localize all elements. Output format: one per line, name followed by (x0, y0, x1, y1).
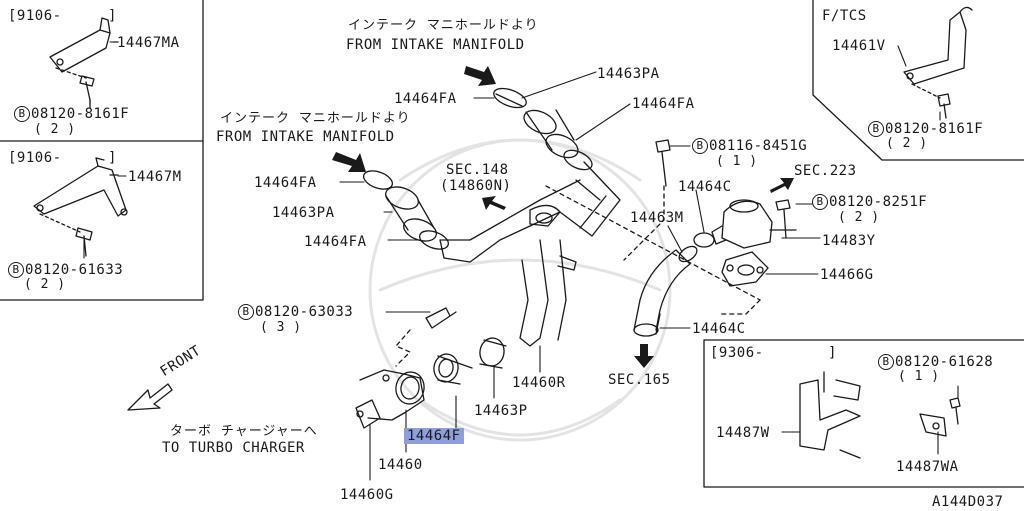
part-14463PA: 14463PA (272, 205, 335, 221)
section-ref: SEC.165 (608, 372, 671, 388)
bolts (425, 139, 791, 329)
quantity: ( 2 ) (24, 277, 66, 292)
b-mark-icon: B (692, 138, 708, 154)
date-range-label: [9306- (710, 345, 764, 361)
part-14464FA: 14464FA (394, 91, 457, 107)
bolt-number: 08116-8451G (709, 138, 808, 154)
part-14463M: 14463M (630, 210, 684, 226)
part-14460R: 14460R (512, 375, 566, 391)
hose-14463PA-top (493, 87, 593, 171)
part-14487W: 14487W (716, 425, 770, 441)
part-14463PA: 14463PA (597, 66, 660, 82)
bracket-14467MA (49, 17, 119, 109)
variant-label: F/TCS (822, 8, 867, 24)
section-ref: SEC.148 (446, 162, 509, 178)
bolt-number: 08120-8161F (31, 106, 130, 122)
bracket-14461V (903, 6, 973, 119)
part-14463P: 14463P (474, 403, 528, 419)
b-mark-icon: B (238, 304, 254, 320)
valve-14483Y (711, 199, 797, 249)
turbo-label-jp: ターボ チャージャーへ (170, 424, 318, 439)
bolt-number: 08120-8251F (829, 194, 928, 210)
part-14461V: 14461V (832, 38, 886, 54)
watermark-emblem (368, 138, 672, 442)
part-14464F-highlighted[interactable]: 14464F (404, 428, 464, 444)
part-14467M: 14467M (128, 169, 182, 185)
part-14464FA: 14464FA (254, 175, 317, 191)
quantity: ( 2 ) (886, 136, 928, 151)
diagram-code: A144D037 (932, 494, 1004, 510)
bracket-14487W (799, 371, 861, 459)
bracket-end: ] (828, 345, 837, 361)
date-range-label: [9106- (8, 8, 62, 24)
quantity: ( 3 ) (260, 320, 302, 335)
part-14464FA: 14464FA (304, 234, 367, 250)
hose-14463P (433, 337, 507, 385)
date-range-label: [9106- (8, 150, 62, 166)
quantity: ( 1 ) (898, 369, 940, 384)
flow-arrows (332, 66, 794, 368)
front-arrow (127, 383, 173, 411)
bolt-number: 08120-63033 (255, 304, 354, 320)
inset-borders (0, 0, 1024, 488)
b-mark-icon: B (878, 354, 894, 370)
part-14464C: 14464C (692, 321, 746, 337)
intake-label: FROM INTAKE MANIFOLD (216, 129, 395, 145)
intake-label: FROM INTAKE MANIFOLD (346, 37, 525, 53)
part-14464C: 14464C (678, 179, 732, 195)
bracket-end: ] (108, 150, 117, 166)
leader-lines (83, 41, 959, 481)
part-14466G: 14466G (820, 267, 874, 283)
section-part-ref: (14860N) (440, 178, 512, 194)
part-14487WA: 14487WA (896, 459, 959, 475)
pipe-14460R (439, 161, 621, 347)
gasket-14466G (721, 251, 769, 287)
b-mark-icon: B (14, 106, 30, 122)
part-14467MA: 14467MA (117, 35, 180, 51)
part-14483Y: 14483Y (822, 233, 876, 249)
hose-14463PA-mid (362, 170, 450, 250)
elbow-14460 (355, 369, 425, 429)
quantity: ( 2 ) (34, 122, 76, 137)
part-14460: 14460 (378, 457, 423, 473)
part-14464FA: 14464FA (632, 96, 695, 112)
b-mark-icon: B (868, 121, 884, 137)
turbo-label: TO TURBO CHARGER (162, 440, 305, 456)
intake-label-jp: インテーク マニホールドより (220, 111, 411, 126)
bracket-14467M (33, 157, 128, 257)
section-ref: SEC.223 (794, 163, 857, 179)
quantity: ( 2 ) (838, 210, 880, 225)
bracket-end: ] (108, 8, 117, 24)
b-mark-icon: B (8, 262, 24, 278)
intake-label-jp: インテーク マニホールドより (348, 18, 539, 33)
b-mark-icon: B (812, 194, 828, 210)
bracket-14487WA (919, 397, 961, 437)
bolt-number: 08120-8161F (885, 121, 984, 137)
part-14460G: 14460G (340, 487, 394, 503)
bolt-number: 08120-61633 (25, 262, 124, 278)
assembly-dash-lines (395, 185, 761, 367)
quantity: ( 1 ) (716, 154, 758, 169)
bolt-number: 08120-61628 (895, 354, 994, 370)
